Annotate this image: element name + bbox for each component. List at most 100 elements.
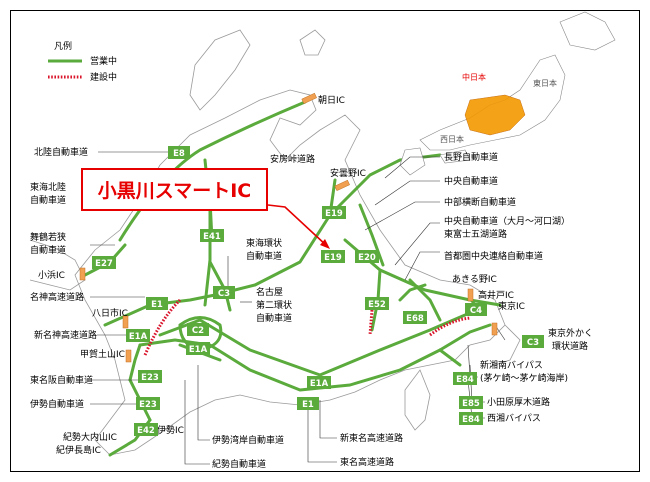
inset-kyushu (399, 147, 426, 176)
label-shin-meishin: 新名神高速道路 (34, 329, 97, 341)
label-tokai-hokuriku-2: 自動車道 (30, 194, 66, 206)
sado-island (299, 29, 326, 56)
svg-text:E8: E8 (173, 149, 185, 159)
legend-construction-label: 建設中 (90, 71, 117, 83)
marker-tokyo (491, 322, 498, 336)
shield-e27: E27 (92, 256, 116, 269)
label-chuo: 中央自動車道 (444, 175, 498, 187)
road-c2-loop (178, 316, 223, 352)
svg-text:E1: E1 (151, 300, 163, 310)
shield-e1a-center: E1A (186, 342, 210, 355)
inset-shikoku (439, 149, 471, 164)
svg-text:E19: E19 (325, 209, 343, 219)
callout-box: 小黒川スマートIC (81, 168, 268, 211)
svg-text:C4: C4 (470, 306, 482, 316)
callout-arrow (267, 204, 328, 247)
label-higashi-meihan: 東名阪自動車道 (30, 374, 93, 386)
roads-construction (48, 75, 471, 356)
shield-e1-south: E1 (297, 397, 319, 410)
road-e68 (398, 283, 427, 302)
label-shin-tomei: 新東名高速道路 (340, 432, 403, 444)
marker-anrakuji (334, 179, 350, 192)
svg-text:C2: C2 (192, 326, 204, 336)
label-tokai-kanjo-2: 自動車道 (246, 250, 282, 262)
shield-c4: C4 (465, 303, 487, 316)
shield-e1-west: E1 (146, 297, 168, 310)
label-ic-takaido: 高井戸IC (478, 289, 514, 301)
road-odawara (438, 348, 462, 367)
shield-e19-south: E19 (321, 250, 345, 263)
road-shin-tomei (158, 313, 467, 377)
shield-e68: E68 (403, 311, 427, 324)
label-ic-yokkaichi: 八日市IC (92, 307, 128, 319)
svg-text:E41: E41 (203, 232, 221, 242)
svg-text:E52: E52 (368, 300, 386, 310)
label-ic-asahi: 朝日IC (318, 95, 345, 106)
callout-text: 小黒川スマートIC (97, 180, 252, 202)
label-ic-ise: 伊勢IC (157, 424, 184, 436)
svg-text:E1A: E1A (129, 332, 148, 342)
label-seisho: 西湘バイパス (487, 412, 541, 424)
shield-e85: E85 (459, 396, 483, 409)
label-kisei: 紀勢自動車道 (212, 458, 266, 470)
label-ic-tokyo: 東京IC (498, 300, 525, 312)
marker-kozuchiyama (125, 349, 132, 363)
label-nagoya-2: 第二環状 (256, 299, 292, 311)
svg-text:E19: E19 (324, 253, 342, 263)
label-tomei: 東名高速道路 (340, 456, 394, 468)
svg-text:E23: E23 (141, 373, 159, 383)
shield-e8: E8 (168, 146, 190, 159)
label-ic-obama: 小浜IC (38, 270, 65, 281)
label-anbo: 安房峠道路 (270, 153, 315, 165)
label-ken-o: 首都圏中央連絡自動車道 (444, 250, 543, 262)
legend: 凡例 営業中 建設中 (48, 40, 117, 83)
shield-e19-north: E19 (322, 206, 346, 219)
inset-label-west: 西日本 (440, 134, 464, 144)
label-isewan: 伊勢湾岸自動車道 (212, 434, 284, 446)
inset-hokkaido (559, 11, 616, 51)
noto-peninsula (189, 29, 251, 111)
label-nagano: 長野自動車道 (444, 151, 498, 163)
label-ic-kisei-nagashima: 紀伊長島IC (56, 444, 101, 456)
inset-label-central: 中日本 (462, 72, 486, 82)
svg-text:C3: C3 (527, 338, 539, 348)
road-labels: 北陸自動車道 東海北陸 自動車道 舞鶴若狭 自動車道 名神高速道路 新名神高速道… (30, 146, 593, 470)
inset-label-east: 東日本 (533, 78, 557, 88)
svg-text:E85: E85 (462, 399, 480, 409)
shield-c3-north: C3 (213, 286, 235, 299)
marker-asahi (301, 92, 317, 105)
shield-e1a-west: E1A (126, 329, 150, 342)
label-ise: 伊勢自動車道 (30, 398, 84, 410)
label-nagoya-3: 自動車道 (256, 312, 292, 324)
label-chuo-sub-2: 東富士五湖道路 (444, 228, 507, 240)
inset-japan-map: 中日本 東日本 西日本 (399, 11, 616, 176)
svg-text:E27: E27 (95, 259, 113, 269)
label-ic-anrakuji: 安曇野IC (330, 167, 366, 179)
svg-text:E84: E84 (462, 415, 480, 425)
label-meishin: 名神高速道路 (30, 291, 84, 303)
shield-e23-north: E23 (138, 370, 162, 383)
svg-text:E23: E23 (139, 400, 157, 410)
marker-yokkaichi (122, 315, 129, 329)
svg-text:E20: E20 (358, 253, 376, 263)
label-maizuru-1: 舞鶴若狭 (30, 231, 66, 243)
svg-text:E42: E42 (137, 426, 155, 436)
label-tokai-kanjo-1: 東海環状 (246, 237, 282, 249)
label-ic-akiruno: あきる野IC (452, 274, 497, 285)
shield-c2: C2 (187, 323, 209, 336)
legend-operating-label: 営業中 (90, 55, 117, 67)
construction-ken-o (429, 316, 471, 337)
shield-e20: E20 (355, 250, 379, 263)
label-shin-shonan-1: 新湘南バイパス (480, 359, 543, 371)
svg-text:E68: E68 (406, 314, 424, 324)
shield-e23-south: E23 (136, 397, 160, 410)
shield-e42: E42 (134, 423, 158, 436)
svg-text:C3: C3 (218, 289, 230, 299)
road-meishin (103, 293, 217, 327)
label-gaikan-1: 東京外かく (548, 327, 593, 339)
interchange-markers (79, 92, 498, 363)
shield-e41: E41 (200, 229, 224, 242)
ic-labels: 朝日IC 安曇野IC 小浜IC 八日市IC 甲賀土山IC あきる野IC 高井戸I… (38, 95, 525, 456)
svg-text:E1: E1 (302, 400, 314, 410)
